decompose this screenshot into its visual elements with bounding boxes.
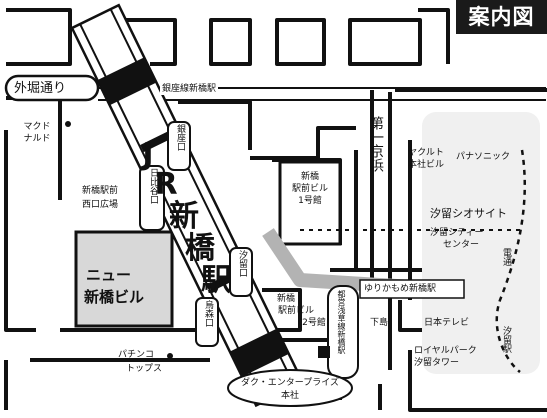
shiodome-city-label-2: センター [442, 240, 479, 250]
company-label-2: 本社 [280, 391, 299, 401]
ekimae2-label-2: 駅前ビル [277, 306, 314, 316]
company-ellipse [227, 369, 353, 407]
panasonic-label: パナソニック [456, 152, 511, 162]
road-sotobori: 外堀通り [14, 81, 67, 96]
ekimae1-label-2: 駅前ビル [291, 184, 328, 194]
station-char-4: 橋 [185, 231, 215, 266]
station-char-1: J [142, 137, 154, 172]
station-char-3: 新 [169, 199, 199, 234]
map-title: 案内図 [456, 0, 547, 34]
block-top-left [6, 8, 72, 66]
toei-asakusa-label: 都営浅草線新橋駅 [337, 290, 346, 354]
block-mid-1 [178, 100, 252, 150]
ekimae2-label-3: 2号館 [302, 318, 326, 328]
yakult-label-1: ヤクルト [408, 148, 444, 158]
marker-dot-pachinko [167, 353, 173, 359]
block-top-2 [117, 18, 177, 66]
ekimae2-label-1: 新橋 [276, 294, 295, 304]
station-char-2: R [154, 167, 178, 202]
ekimae1-label-3: 1号館 [298, 196, 322, 206]
road-daiichi-keihin: 第一京浜 [368, 116, 384, 172]
exit-karasumori: 烏森口 [203, 300, 213, 327]
new-shinbashi-label-2: 新橋ビル [84, 288, 145, 306]
new-shinbashi-label-1: ニュー [86, 266, 132, 284]
block-top-5 [348, 18, 422, 66]
station-char-5: 駅 [201, 263, 231, 298]
exit-shiodome: 汐留口 [237, 250, 247, 277]
shiodome-city-label-1: 汐留シティー [430, 228, 484, 238]
marker-dot-mcd [65, 121, 71, 127]
yakult-label-2: 本社ビル [407, 160, 444, 170]
yurikamome-label: ゆりかもめ新橋駅 [364, 284, 437, 294]
pachinko-label-1: パチンコ [118, 350, 155, 360]
dentsu-label: 電通 [501, 248, 511, 266]
shimobashi-label: 下島 [370, 318, 389, 328]
block-top-3 [209, 18, 252, 66]
new-shinbashi-building [74, 230, 174, 328]
royal-park-label-1: ロイヤルパーク [414, 346, 477, 356]
block-left-lower [4, 130, 36, 332]
block-top-6 [418, 8, 450, 64]
ekimae2-block [262, 288, 302, 332]
shiodome-eki-label: 汐留駅 [501, 326, 511, 353]
ekimae1-label-1: 新橋 [300, 172, 319, 182]
yurikamome-line [262, 228, 465, 299]
ntv-label: 日本テレビ [424, 318, 470, 328]
exit-hibiya: 日比谷口 [148, 168, 158, 204]
mcdonalds-label-2: ナルド [23, 134, 51, 144]
west-plaza-label-1: 新橋駅前 [82, 186, 119, 196]
block-top-4 [275, 18, 326, 66]
dashed-route [495, 149, 527, 373]
west-plaza-label-2: 西口広場 [82, 200, 119, 210]
exit-ginza: 銀座口 [175, 124, 185, 151]
company-label-1: ダク・エンタープライズ [240, 378, 339, 388]
subway-ginza-label: 銀座線新橋駅 [160, 84, 219, 95]
mcdonalds-label-1: マクド [23, 122, 51, 132]
shiodome-area [422, 112, 540, 374]
shiosite-label: 汐留シオサイト [430, 207, 507, 220]
royal-park-label-2: 汐留タワー [414, 358, 460, 368]
pachinko-label-2: トップス [126, 364, 163, 374]
